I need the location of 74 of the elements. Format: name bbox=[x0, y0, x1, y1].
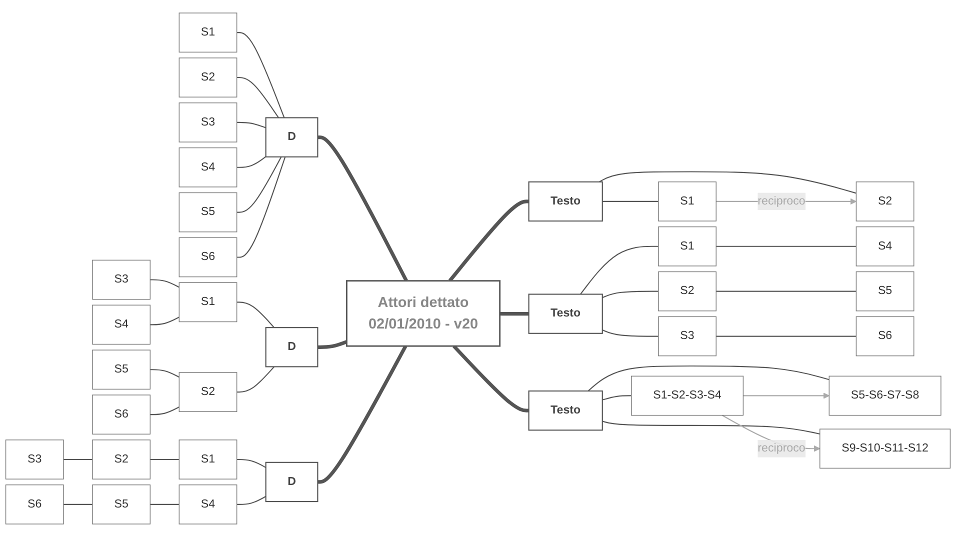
node-box: S5 bbox=[856, 271, 914, 312]
connector bbox=[588, 365, 830, 392]
connector bbox=[580, 246, 658, 295]
node-box: S1-S2-S3-S4 bbox=[631, 376, 744, 416]
connector bbox=[236, 496, 266, 505]
node-box: S3 bbox=[5, 440, 64, 480]
node-box: S3 bbox=[658, 316, 716, 356]
node-box: S6 bbox=[856, 316, 914, 356]
node-box: S4 bbox=[92, 304, 151, 345]
node-box: S4 bbox=[178, 484, 238, 524]
node-box: D bbox=[265, 462, 318, 502]
connector bbox=[318, 340, 348, 349]
connector bbox=[236, 122, 266, 128]
connector bbox=[500, 312, 529, 316]
node-box: S6 bbox=[92, 394, 151, 434]
edge-label: reciproco bbox=[758, 194, 806, 208]
node-box: S2 bbox=[178, 58, 238, 98]
node-box: S6 bbox=[178, 237, 238, 278]
node-box: S1 bbox=[658, 182, 716, 222]
connector bbox=[150, 369, 180, 378]
connector bbox=[602, 200, 658, 202]
node-box: S2 bbox=[658, 271, 716, 312]
node-box: S3 bbox=[178, 102, 238, 142]
connector bbox=[448, 200, 529, 282]
node-box: S2 bbox=[856, 182, 914, 222]
connector bbox=[318, 135, 408, 282]
node-box: S5 bbox=[178, 192, 238, 232]
connector bbox=[63, 504, 92, 505]
node-box: S5 bbox=[92, 484, 151, 524]
connector bbox=[599, 171, 856, 194]
node-box: S1 bbox=[178, 440, 238, 480]
node-box: S1 bbox=[178, 12, 238, 52]
edge-label: reciproco bbox=[758, 442, 806, 454]
connector bbox=[150, 316, 180, 326]
node-box: S4 bbox=[178, 147, 238, 188]
connector bbox=[318, 345, 408, 484]
connector bbox=[602, 329, 658, 337]
node-box: S1 bbox=[178, 282, 238, 322]
node-box: S1 bbox=[658, 226, 716, 266]
connector bbox=[236, 156, 282, 213]
connector bbox=[236, 156, 286, 258]
connector bbox=[236, 156, 266, 168]
connector bbox=[716, 336, 856, 337]
connector bbox=[236, 76, 279, 118]
connector bbox=[236, 32, 285, 118]
connector bbox=[150, 406, 180, 416]
node-box: S2 bbox=[178, 372, 238, 412]
node-box: S9-S10-S11-S12 bbox=[820, 428, 951, 469]
connector bbox=[63, 458, 92, 460]
arrow bbox=[743, 392, 830, 399]
node-box: S5 bbox=[92, 350, 151, 390]
connector bbox=[602, 395, 632, 400]
node-box: D bbox=[265, 117, 318, 158]
connector bbox=[716, 246, 856, 247]
node-box: Testo bbox=[528, 294, 603, 334]
node-box: Attori dettato 02/01/2010 - v20 bbox=[346, 280, 501, 347]
node-box: S5-S6-S7-S8 bbox=[828, 376, 942, 416]
node-box: D bbox=[265, 327, 318, 368]
node-box: Testo bbox=[528, 390, 603, 431]
node-box: Testo bbox=[528, 181, 603, 222]
connector bbox=[236, 458, 266, 468]
connector bbox=[602, 420, 820, 435]
connector bbox=[236, 366, 275, 393]
connector bbox=[150, 279, 180, 288]
connector bbox=[150, 504, 180, 505]
node-box: S2 bbox=[92, 440, 151, 480]
node-box: S3 bbox=[92, 260, 151, 300]
connector bbox=[236, 302, 275, 328]
connector bbox=[452, 344, 529, 412]
connector bbox=[150, 458, 180, 460]
node-box: S6 bbox=[5, 484, 64, 524]
node-box: S4 bbox=[856, 226, 914, 266]
connector bbox=[602, 290, 658, 298]
connector bbox=[716, 290, 856, 292]
